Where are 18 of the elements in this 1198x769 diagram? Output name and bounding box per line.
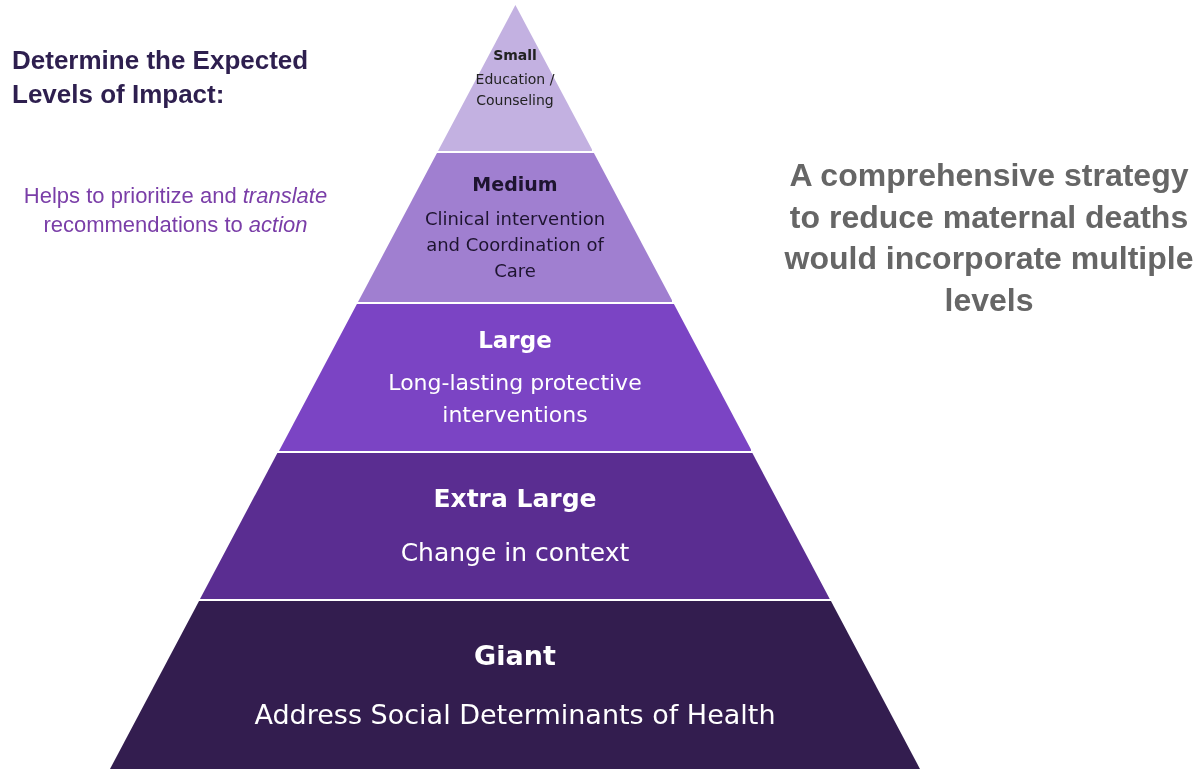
tier-description: Education / Counseling <box>474 70 556 110</box>
pyramid-tier <box>200 453 830 599</box>
tier-heading: Small <box>493 46 537 65</box>
tier-description: Clinical intervention and Coordination of Care <box>423 207 607 284</box>
pyramid-tier <box>357 153 673 302</box>
tier-heading: Extra Large <box>433 482 597 515</box>
tier-heading: Giant <box>474 638 556 673</box>
statement-text: A comprehensive strategy to reduce maternal deaths would incorporate multiple levels <box>783 156 1195 320</box>
heading: Determine the Expected Levels of Impact: <box>12 44 310 111</box>
pyramid-tier <box>437 5 593 151</box>
tier-heading: Large <box>478 325 552 355</box>
pyramid-tier <box>110 601 920 769</box>
note-text: Helps to prioritize and translate recommendations to action <box>22 182 329 239</box>
tier-description: Address Social Determinants of Health <box>254 698 776 732</box>
pyramid-tier <box>278 304 752 451</box>
tier-description: Change in context <box>400 537 630 569</box>
tier-heading: Medium <box>472 171 558 197</box>
tier-description: Long-lasting protective interventions <box>387 369 643 430</box>
